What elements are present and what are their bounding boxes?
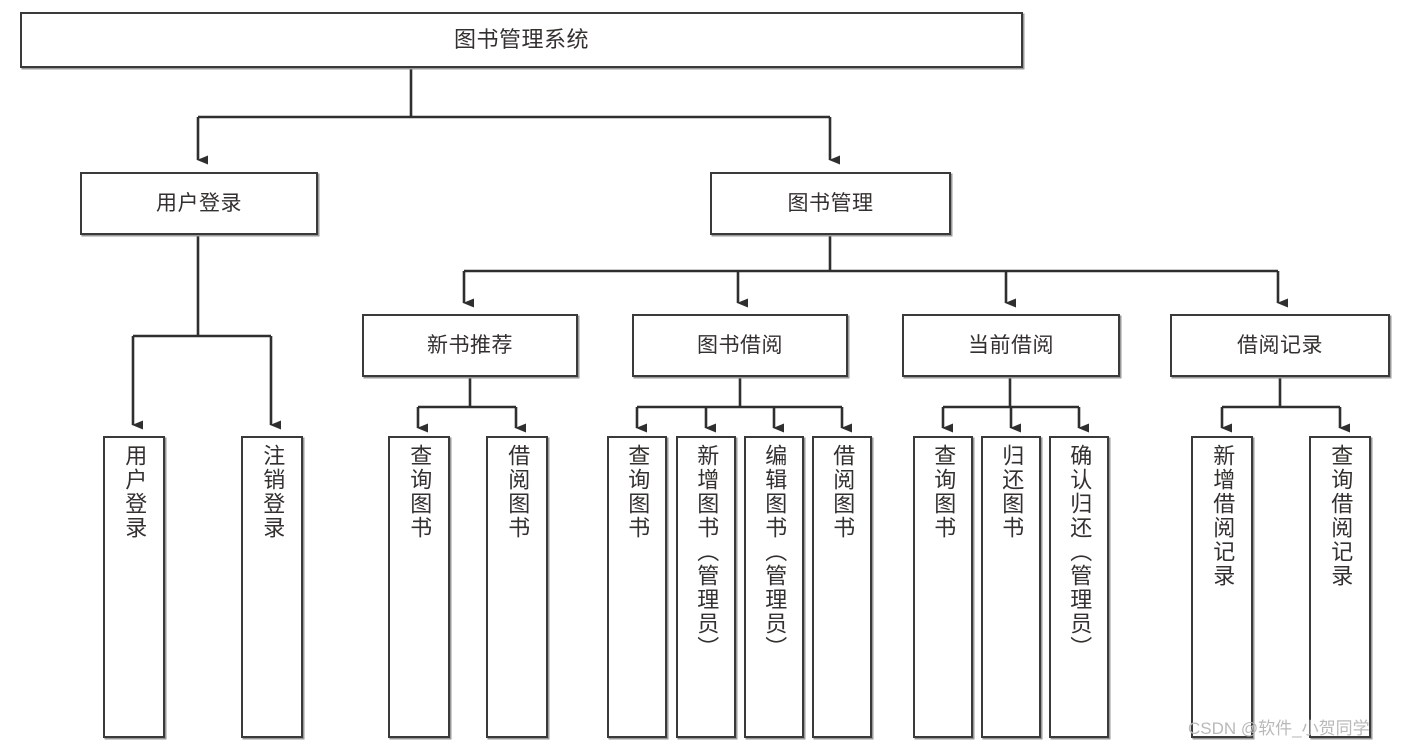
node-label: 图书借阅 [697, 333, 783, 357]
node-label: 借阅记录 [1237, 333, 1323, 357]
node-label: 借阅图书 [505, 444, 531, 540]
node-label: 新增借阅记录 [1210, 444, 1236, 588]
csdn-watermark: CSDN @软件_小贺同学 [1188, 719, 1370, 738]
node-leaf-query-book-current[interactable]: 查询图书 [913, 436, 973, 738]
node-label: 用户登录 [156, 191, 242, 215]
node-label: 查询图书 [931, 444, 957, 540]
node-current-borrowing[interactable]: 当前借阅 [902, 314, 1120, 377]
node-label: 注销登录 [260, 444, 286, 540]
node-label: 查询图书 [625, 444, 651, 540]
node-label: 新书推荐 [427, 333, 513, 357]
node-label: 当前借阅 [968, 333, 1054, 357]
node-label: 图书管理系统 [453, 26, 589, 52]
node-leaf-add-borrow-record[interactable]: 新增借阅记录 [1191, 436, 1253, 738]
node-book-management[interactable]: 图书管理 [710, 172, 951, 235]
node-user-login[interactable]: 用户登录 [80, 172, 318, 235]
node-label: 用户登录 [122, 444, 148, 540]
node-label: 图书管理 [787, 191, 874, 215]
node-label: 确认归还（管理员） [1067, 444, 1093, 660]
node-leaf-query-book-borrow[interactable]: 查询图书 [607, 436, 667, 738]
node-leaf-user-login[interactable]: 用户登录 [103, 436, 165, 738]
node-new-book-recommendation[interactable]: 新书推荐 [362, 314, 578, 377]
node-leaf-borrow-book-newbook[interactable]: 借阅图书 [486, 436, 548, 738]
node-borrowing-record[interactable]: 借阅记录 [1170, 314, 1390, 377]
node-label: 新增图书（管理员） [694, 444, 720, 660]
node-label: 借阅图书 [830, 444, 856, 540]
node-leaf-edit-book-admin[interactable]: 编辑图书（管理员） [744, 436, 804, 738]
node-leaf-borrow-book[interactable]: 借阅图书 [812, 436, 872, 738]
node-label: 查询图书 [407, 444, 433, 540]
node-root-book-management-system[interactable]: 图书管理系统 [20, 12, 1023, 68]
node-label: 查询借阅记录 [1328, 444, 1354, 588]
node-leaf-confirm-return-admin[interactable]: 确认归还（管理员） [1049, 436, 1109, 738]
node-book-borrowing[interactable]: 图书借阅 [632, 314, 848, 377]
node-leaf-logout[interactable]: 注销登录 [241, 436, 303, 738]
node-label: 编辑图书（管理员） [762, 444, 788, 660]
node-label: 归还图书 [999, 444, 1025, 540]
node-leaf-return-book[interactable]: 归还图书 [981, 436, 1041, 738]
node-leaf-query-borrow-record[interactable]: 查询借阅记录 [1309, 436, 1371, 738]
node-leaf-query-book-newbook[interactable]: 查询图书 [388, 436, 450, 738]
node-leaf-add-book-admin[interactable]: 新增图书（管理员） [676, 436, 736, 738]
